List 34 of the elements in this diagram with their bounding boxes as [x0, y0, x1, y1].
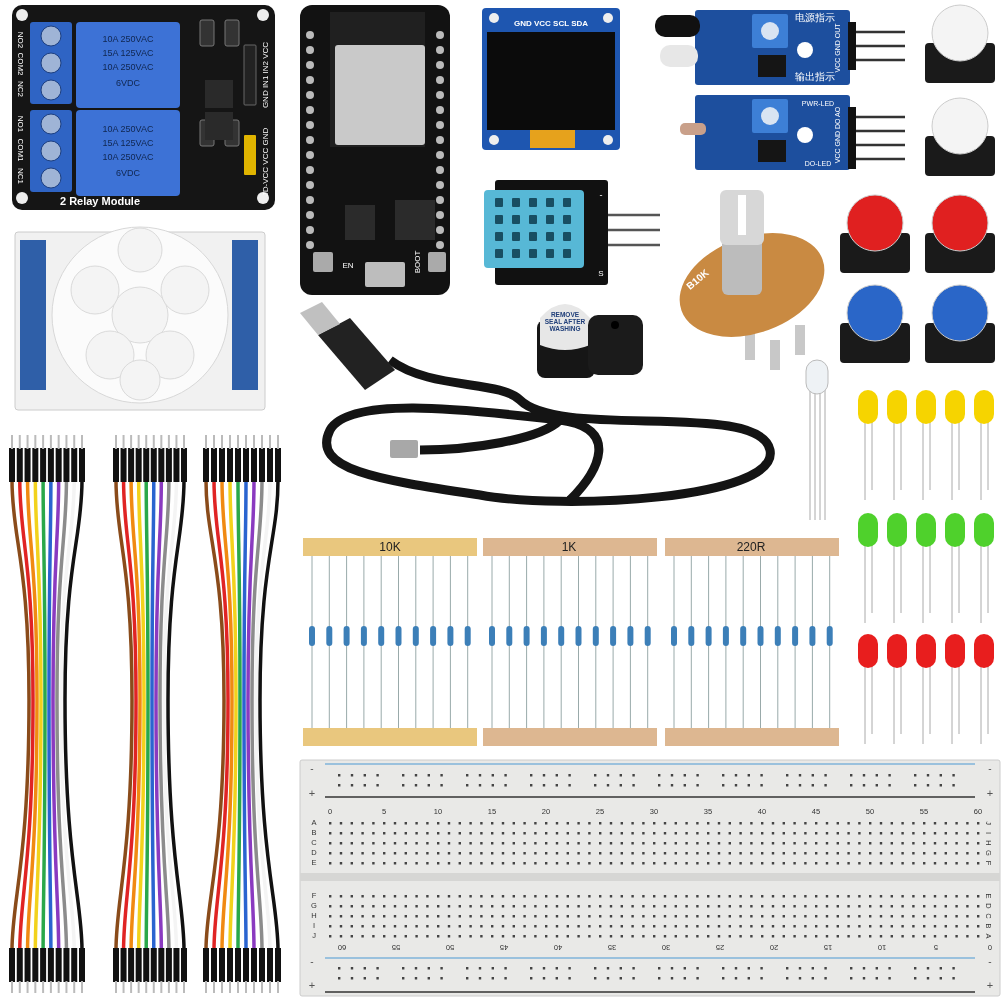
rail-sign: -	[988, 956, 992, 968]
rail-sign: +	[986, 980, 994, 992]
rating-text: 10A 250VAC	[102, 35, 154, 45]
resistor-value-label: 220R	[736, 540, 766, 554]
pin-label: GND VCC SCL SDA	[513, 19, 589, 29]
rating-text: 10A 250VAC	[102, 153, 154, 163]
pin-label: NC1	[15, 168, 25, 184]
pin-label: S	[598, 269, 604, 279]
pin-label: EN	[342, 261, 354, 271]
pin-label: GND IN1 IN2 VCC	[261, 41, 271, 109]
pin-label: COM1	[15, 138, 25, 162]
rating-text: 10A 250VAC	[102, 125, 154, 135]
pin-label: NO1	[15, 115, 25, 133]
rating-text: 6VDC	[116, 79, 140, 89]
pin-label: BOOT	[413, 250, 423, 274]
board-label: 2 Relay Module	[59, 196, 141, 208]
pin-label: NC2	[15, 81, 25, 97]
rail-sign: -	[310, 956, 314, 968]
pin-label: NO2	[15, 31, 25, 49]
rail-sign: -	[310, 763, 314, 775]
resistor-value-label: 10K	[379, 540, 401, 554]
pin-label: -	[599, 191, 603, 201]
indicator-label: 输出指示	[795, 71, 835, 83]
resistor-value-label: 1K	[561, 540, 577, 554]
rating-text: 15A 125VAC	[102, 49, 154, 59]
rating-text: 10A 250VAC	[102, 63, 154, 73]
pin-label: COM2	[15, 52, 25, 76]
rating-text: 6VDC	[116, 169, 140, 179]
rail-sign: +	[308, 788, 316, 800]
indicator-label: 电源指示	[795, 12, 835, 24]
rail-sign: -	[988, 763, 992, 775]
rail-sign: +	[986, 788, 994, 800]
rating-text: 15A 125VAC	[102, 139, 154, 149]
rail-sign: +	[308, 980, 316, 992]
